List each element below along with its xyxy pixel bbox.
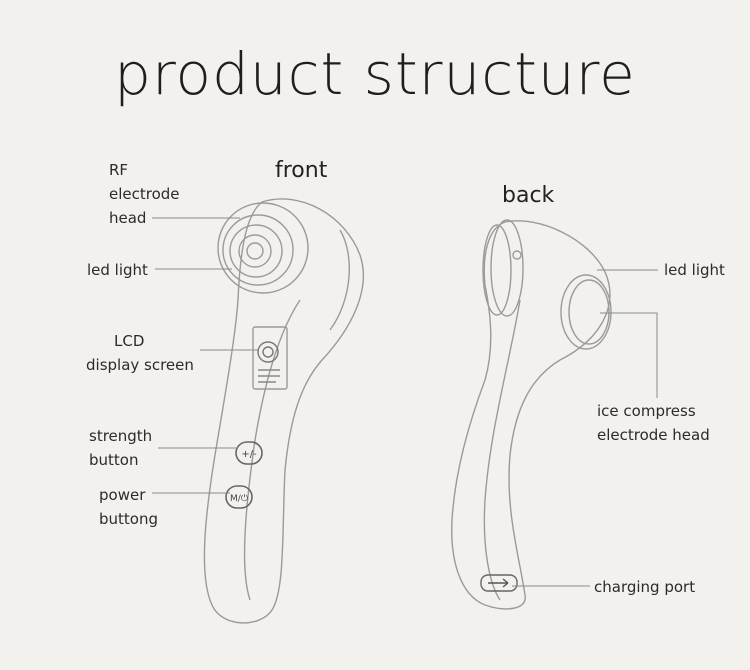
callout-strength-button: strength button bbox=[89, 424, 152, 472]
front-leader-lines bbox=[152, 217, 258, 494]
front-device bbox=[203, 198, 364, 624]
callout-text: strength bbox=[89, 427, 153, 445]
callout-text: head bbox=[109, 209, 147, 227]
callout-text: ice compress bbox=[597, 402, 696, 420]
back-leader-lines bbox=[512, 269, 658, 587]
callout-power-button: power buttong bbox=[99, 483, 158, 531]
back-head-rim-2 bbox=[490, 219, 524, 317]
back-body-outline bbox=[451, 220, 611, 610]
back-led-dot bbox=[512, 250, 522, 260]
ice-leader bbox=[600, 312, 658, 398]
callout-charging-port: charging port bbox=[594, 578, 696, 596]
strength-button-shape bbox=[235, 441, 263, 465]
callout-rf-electrode-head: RF electrode head bbox=[109, 158, 180, 230]
back-head-rim bbox=[482, 224, 512, 316]
ice-compress-head bbox=[560, 274, 612, 350]
callout-text: buttong bbox=[99, 510, 158, 528]
front-view-label: front bbox=[275, 158, 328, 183]
ice-compress-head-inner bbox=[568, 279, 610, 345]
callout-text: button bbox=[89, 451, 139, 469]
power-button-glyph[interactable]: M/⏻ bbox=[230, 493, 248, 504]
callout-text: power bbox=[99, 486, 146, 504]
callout-text: display screen bbox=[86, 356, 194, 374]
charging-port-shape bbox=[480, 574, 518, 592]
lcd-dial bbox=[257, 341, 279, 363]
back-device bbox=[451, 219, 612, 610]
front-body-inner-edge bbox=[243, 299, 301, 601]
rf-head-ring-2 bbox=[229, 224, 283, 278]
rf-head-outer bbox=[217, 202, 309, 294]
page-title: product structure bbox=[114, 40, 636, 108]
callout-text: RF bbox=[109, 161, 129, 179]
callout-text: electrode head bbox=[597, 426, 710, 444]
front-body-outline bbox=[203, 198, 364, 624]
front-body-side-edge bbox=[329, 229, 350, 331]
lcd-dial-inner bbox=[262, 346, 274, 358]
lcd-screen bbox=[252, 326, 288, 390]
callout-text: LCD bbox=[114, 332, 145, 350]
power-button-shape bbox=[225, 485, 253, 509]
back-view-label: back bbox=[502, 183, 555, 208]
callout-lcd-display: LCD display screen bbox=[86, 329, 194, 377]
back-body-inner-edge bbox=[483, 299, 521, 601]
strength-button-glyph[interactable]: +/- bbox=[241, 449, 257, 460]
rf-head-ring-3 bbox=[238, 234, 272, 268]
rf-head-center bbox=[246, 242, 264, 260]
callout-led-light-front: led light bbox=[87, 261, 148, 279]
rf-head-ring bbox=[222, 214, 294, 286]
callout-ice-compress-head: ice compress electrode head bbox=[597, 399, 710, 447]
callout-text: electrode bbox=[109, 185, 180, 203]
callout-led-light-back: led light bbox=[664, 261, 725, 279]
